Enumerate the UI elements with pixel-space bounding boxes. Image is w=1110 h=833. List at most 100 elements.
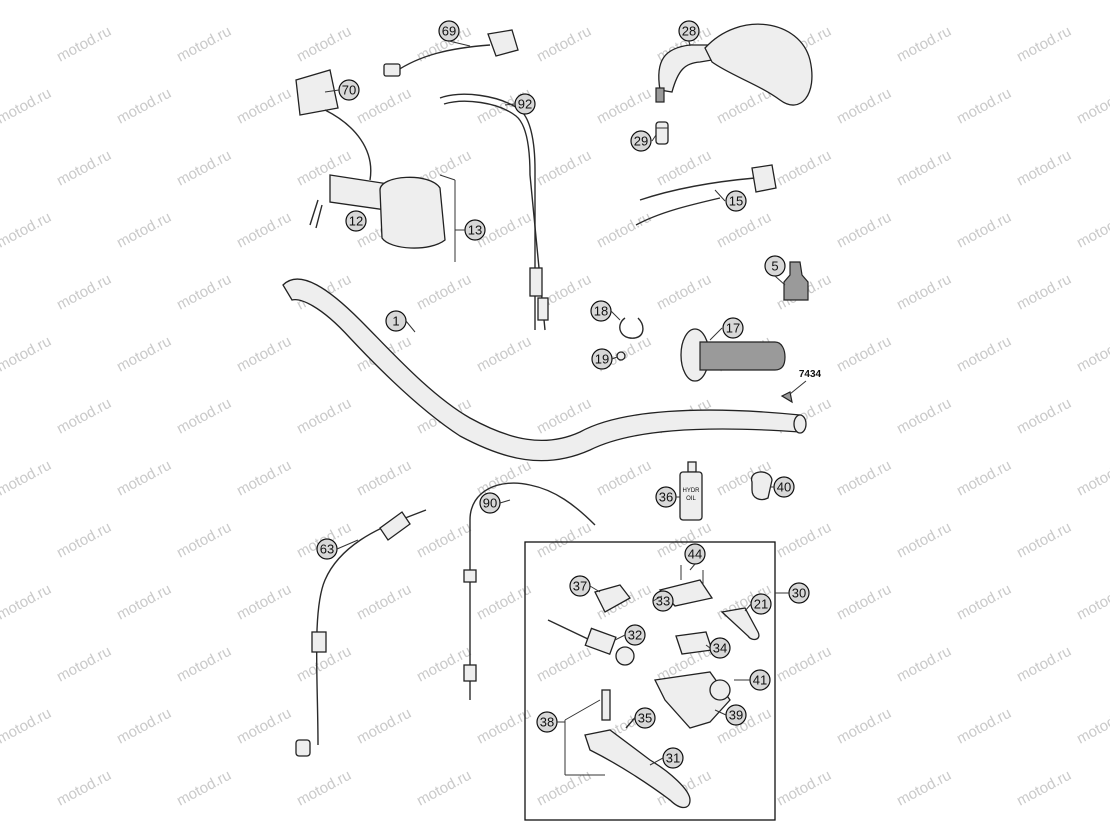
watermark-text: motod.ru	[594, 0, 654, 4]
brake-lever-part	[584, 729, 691, 809]
watermark-text: motod.ru	[954, 581, 1014, 624]
watermark-text: motod.ru	[234, 0, 294, 4]
svg-text:13: 13	[468, 223, 482, 238]
svg-text:92: 92	[518, 97, 532, 112]
svg-text:38: 38	[540, 715, 554, 730]
watermark-text: motod.ru	[174, 767, 234, 810]
svg-text:90: 90	[483, 496, 497, 511]
watermark-text: motod.ru	[1014, 271, 1074, 314]
watermark-text: motod.ru	[1014, 519, 1074, 562]
watermark-text: motod.ru	[954, 0, 1014, 4]
callout-37: 37	[569, 575, 591, 597]
callout-35: 35	[634, 707, 656, 729]
svg-text:19: 19	[595, 352, 609, 367]
watermark-text: motod.ru	[894, 519, 954, 562]
throttle-housing-part	[379, 174, 456, 262]
callout-31: 31	[662, 747, 684, 769]
watermark-text: motod.ru	[1074, 85, 1110, 128]
watermark-text: motod.ru	[234, 333, 294, 376]
watermark-text: motod.ru	[174, 23, 234, 66]
svg-text:34: 34	[713, 641, 727, 656]
watermark-text: motod.ru	[894, 395, 954, 438]
watermark-text: motod.ru	[54, 23, 114, 66]
watermark-text: motod.ru	[594, 209, 654, 252]
grip-part	[680, 328, 786, 382]
watermark-text: motod.ru	[414, 519, 474, 562]
callout-17: 17	[722, 317, 744, 339]
watermark-text: motod.ru	[834, 0, 894, 4]
callout-40: 40	[773, 476, 795, 498]
hydraulic-oil-part	[679, 461, 703, 521]
callout-34: 34	[709, 637, 731, 659]
watermark-text: motod.ru	[654, 271, 714, 314]
watermark-text: motod.ru	[354, 581, 414, 624]
watermark-text: motod.ru	[114, 333, 174, 376]
watermark-text: motod.ru	[294, 23, 354, 66]
watermark-text: motod.ru	[0, 0, 54, 4]
watermark-text: motod.ru	[594, 85, 654, 128]
watermark-text: motod.ru	[834, 85, 894, 128]
watermark-text: motod.ru	[774, 767, 834, 810]
watermark-text: motod.ru	[714, 209, 774, 252]
watermark-text: motod.ru	[54, 395, 114, 438]
watermark-text: motod.ru	[1074, 0, 1110, 4]
handlebar-part	[282, 278, 807, 462]
callout-28: 28	[678, 20, 700, 42]
pin-part	[564, 689, 611, 776]
watermark-text: motod.ru	[954, 705, 1014, 748]
watermark-text: motod.ru	[114, 209, 174, 252]
watermark-text: motod.ru	[174, 395, 234, 438]
watermark-text: motod.ru	[0, 457, 54, 500]
watermark-text: motod.ru	[894, 23, 954, 66]
svg-text:33: 33	[656, 594, 670, 609]
watermark-text: motod.ru	[1014, 147, 1074, 190]
watermark-text: motod.ru	[294, 395, 354, 438]
watermark-text: motod.ru	[954, 333, 1014, 376]
watermark-text: motod.ru	[354, 457, 414, 500]
watermark-text: motod.ru	[954, 85, 1014, 128]
callout-13: 13	[464, 219, 486, 241]
watermark-text: motod.ru	[234, 85, 294, 128]
svg-text:63: 63	[320, 542, 334, 557]
watermark-text: motod.ru	[174, 643, 234, 686]
control-cable-part	[295, 509, 427, 757]
watermark-text: motod.ru	[834, 705, 894, 748]
svg-text:30: 30	[792, 586, 806, 601]
watermark-text: motod.ru	[834, 209, 894, 252]
callout-69: 69	[438, 20, 460, 42]
kill-switch-part	[635, 164, 777, 226]
watermark-text: motod.ru	[54, 643, 114, 686]
callout-92: 92	[514, 93, 536, 115]
svg-text:12: 12	[349, 214, 363, 229]
svg-text:5: 5	[771, 259, 778, 274]
svg-text:41: 41	[753, 673, 767, 688]
watermark-text: motod.ru	[774, 519, 834, 562]
watermark-text: motod.ru	[234, 581, 294, 624]
watermark-text: motod.ru	[114, 85, 174, 128]
callout-63: 63	[316, 538, 338, 560]
callout-5: 5	[764, 255, 786, 277]
callout-19: 19	[591, 348, 613, 370]
cable-90-part	[463, 482, 596, 700]
watermark-text: motod.ru	[834, 457, 894, 500]
watermark-text: motod.ru	[54, 271, 114, 314]
svg-text:40: 40	[777, 480, 791, 495]
callout-layer: 1 5 12 13 15 17 18 19 21 28 29 30 31 32 …	[316, 20, 822, 769]
callout-30: 30	[788, 582, 810, 604]
watermark-text: motod.ru	[54, 147, 114, 190]
svg-text:21: 21	[754, 597, 768, 612]
watermark-text: motod.ru	[1014, 395, 1074, 438]
callout-32: 32	[624, 624, 646, 646]
callout-29: 29	[630, 130, 652, 152]
watermark-text: motod.ru	[1074, 581, 1110, 624]
svg-text:44: 44	[688, 547, 702, 562]
callout-18: 18	[590, 300, 612, 322]
watermark-text: motod.ru	[294, 767, 354, 810]
watermark-text: motod.ru	[894, 147, 954, 190]
throttle-cover-part	[295, 69, 372, 181]
watermark-text: motod.ru	[1074, 333, 1110, 376]
watermark-text: motod.ru	[174, 519, 234, 562]
callout-1: 1	[385, 310, 407, 332]
